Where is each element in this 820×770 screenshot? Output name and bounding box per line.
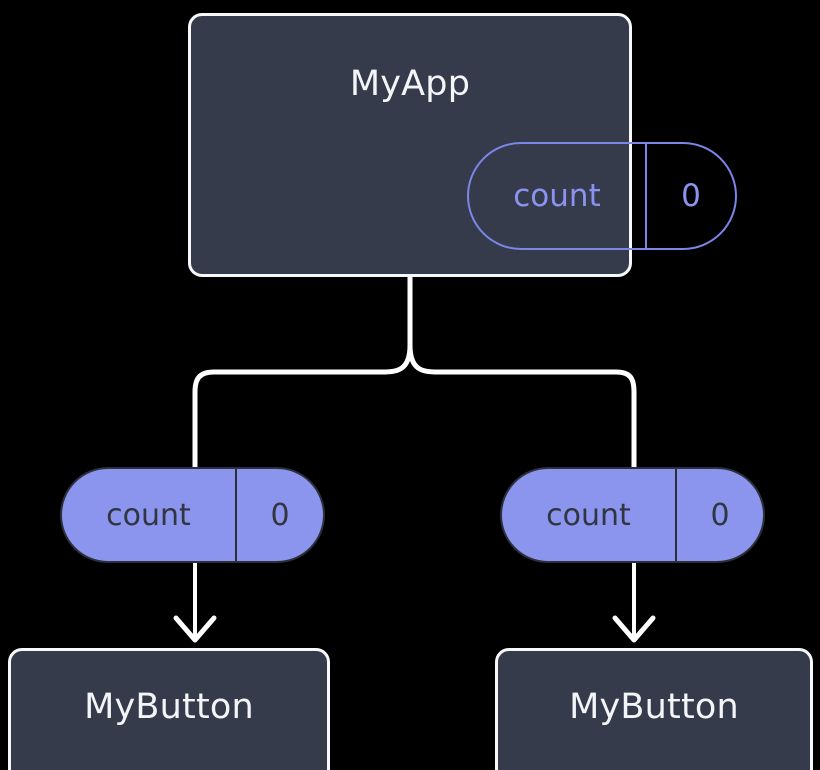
arrow-right-head xyxy=(612,615,656,643)
component-title-mybutton-right: MyButton xyxy=(569,687,739,727)
component-node-mybutton-left[interactable]: MyButton xyxy=(8,648,330,770)
wire-to-right-child xyxy=(407,342,637,473)
state-pill-value: 0 xyxy=(681,178,701,214)
component-node-myapp[interactable]: MyApp count 0 xyxy=(188,13,737,277)
prop-pill-key: count xyxy=(502,469,677,561)
prop-pill-count-left[interactable]: count 0 xyxy=(60,467,325,563)
prop-pill-value: 0 xyxy=(270,497,290,533)
state-pill-count-root[interactable]: count 0 xyxy=(467,142,737,250)
prop-pill-count-right[interactable]: count 0 xyxy=(500,467,765,563)
state-pill-key: count xyxy=(469,144,647,248)
arrow-left-head xyxy=(173,615,217,643)
prop-pill-value: 0 xyxy=(710,497,730,533)
component-title-mybutton-left: MyButton xyxy=(84,687,254,727)
wire-to-left-child xyxy=(192,342,413,473)
prop-pill-key: count xyxy=(62,469,237,561)
component-title-myapp: MyApp xyxy=(349,64,471,104)
component-node-mybutton-right[interactable]: MyButton xyxy=(495,648,813,770)
